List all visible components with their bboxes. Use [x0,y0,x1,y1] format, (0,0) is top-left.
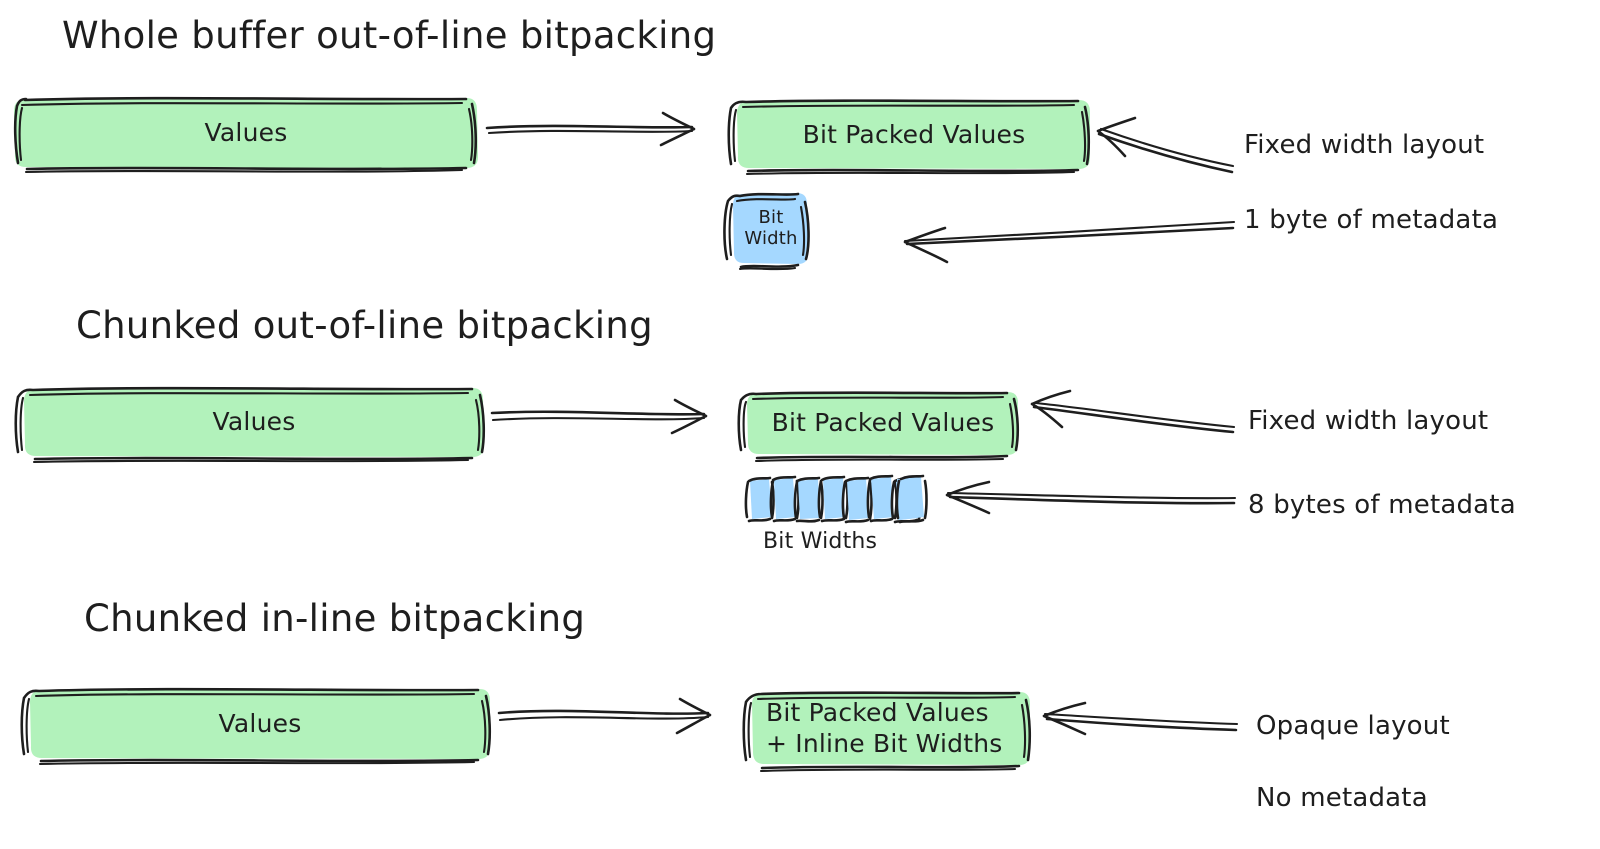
bitwidth-box-1-label-line-2: Width [744,228,798,249]
values-box-1[interactable]: Values [14,98,478,169]
values-box-2-label: Values [212,407,296,437]
section-heading-1: Whole buffer out-of-line bitpacking [62,14,717,57]
arrow-values-to-bitpacked-2 [490,398,708,435]
leader-metadata-1 [903,220,1236,264]
bitpacked-box-3-label-line-1: Bit Packed Values [766,698,989,727]
section-heading-3: Chunked in-line bitpacking [84,597,586,640]
bitwidth-box-1-label-line-1: Bit [758,207,784,229]
bitwidth-box-1[interactable]: Bit Width [733,193,809,265]
bitwidths-chunks-2[interactable] [747,477,925,522]
note-metadata-1: 1 byte of metadata [1244,205,1499,235]
bitpacked-box-1[interactable]: Bit Packed Values [737,100,1091,170]
values-box-3[interactable]: Values [30,689,490,759]
note-fixed-width-layout-2: Fixed width layout [1248,406,1489,436]
leader-fixed-width-2 [1030,389,1236,434]
bitpacked-box-2-label: Bit Packed Values [771,408,995,438]
values-box-2[interactable]: Values [24,388,484,457]
note-fixed-width-layout-1: Fixed width layout [1244,130,1485,160]
note-no-metadata: No metadata [1256,783,1428,813]
bitpacked-box-3-label-line-2: + Inline Bit Widths [766,728,1003,758]
bitpacked-box-3[interactable]: Bit Packed Values + Inline Bit Widths [752,692,1030,765]
note-metadata-2: 8 bytes of metadata [1248,490,1516,520]
section-heading-2: Chunked out-of-line bitpacking [76,304,653,347]
bitwidths-caption-2: Bit Widths [763,529,878,554]
values-box-1-label: Values [204,118,288,148]
leader-metadata-2 [945,480,1237,515]
values-box-3-label: Values [218,708,302,738]
arrow-values-to-bitpacked-1 [485,111,696,147]
note-opaque-layout: Opaque layout [1256,711,1450,741]
leader-fixed-width-1 [1096,116,1235,174]
bitpacked-box-2[interactable]: Bit Packed Values [747,392,1019,455]
arrow-values-to-bitpacked-3 [497,697,712,735]
leader-opaque-layout [1042,701,1239,736]
bitpacked-box-1-label: Bit Packed Values [802,119,1026,149]
